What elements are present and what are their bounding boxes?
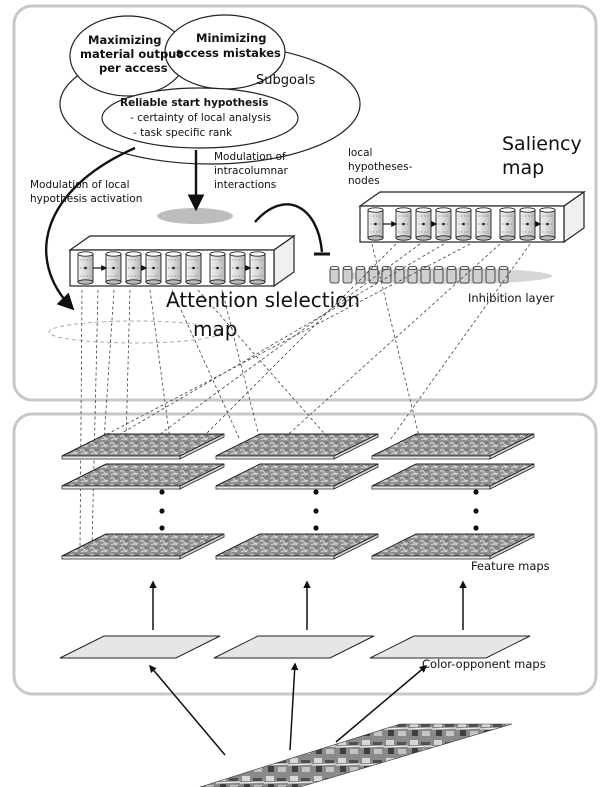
- attention-map-line2: map: [193, 317, 237, 341]
- feature-map-3-3: [372, 534, 534, 559]
- stack-dots: [159, 489, 478, 530]
- modulation-activation-line1: Modulation of local: [30, 179, 130, 191]
- inhibition-node-11: [460, 266, 469, 283]
- inhibition-node-12: [473, 266, 482, 283]
- feature-map-3-1: [372, 434, 534, 459]
- inhibition-node-13: [486, 266, 495, 283]
- goal1-line1: Maximizing: [88, 33, 162, 47]
- arrow-photo-to-color-1: [150, 666, 225, 755]
- goal2-line2: access mistakes: [176, 46, 281, 60]
- saliency-map-line1: Saliency: [502, 133, 582, 155]
- inhibition-node-3: [356, 266, 365, 283]
- feature-map-1-3: [62, 534, 224, 559]
- saliency-node-7: [500, 208, 515, 240]
- projection-line-7: [198, 290, 330, 440]
- inhibition-label: Inhibition layer: [468, 291, 554, 305]
- goal3-line1: Reliable start hypothesis: [120, 97, 268, 109]
- inhibition-node-1: [330, 266, 339, 283]
- feature-maps-label: Feature maps: [471, 559, 550, 573]
- modulation-target-ellipse: [157, 208, 233, 224]
- subgoals-label: Subgoals: [256, 73, 316, 88]
- color-opponent-maps: [60, 636, 530, 658]
- saliency-node-6: [476, 208, 491, 240]
- inhibition-node-9: [434, 266, 443, 283]
- local-hypotheses-line1: local: [348, 147, 372, 159]
- modulation-activation-line2: hypothesis activation: [30, 193, 142, 205]
- arrow-photo-to-color-2: [290, 664, 295, 750]
- attention-node-7: [210, 252, 225, 284]
- goal3-line2: - certainty of local analysis: [130, 112, 271, 124]
- saliency-node-2: [396, 208, 411, 240]
- saliency-node-4: [436, 208, 451, 240]
- color-opponent-label: Color-opponent maps: [422, 657, 546, 671]
- inhibition-node-7: [408, 266, 417, 283]
- local-hypotheses-line2: hypotheses-: [348, 161, 413, 173]
- saliency-node-8: [520, 208, 535, 240]
- feature-map-2-1: [216, 434, 378, 459]
- goal2-line1: Minimizing: [196, 31, 267, 45]
- aerial-photo: [200, 724, 512, 787]
- attention-node-4: [146, 252, 161, 284]
- projection-line-5: [150, 290, 170, 440]
- inhibition-node-10: [447, 266, 456, 283]
- goal3-line3: - task specific rank: [133, 127, 233, 139]
- saliency-map-line2: map: [502, 157, 544, 179]
- subgoals-cluster: Maximizing material output per access Mi…: [60, 15, 360, 164]
- feature-map-2-3: [216, 534, 378, 559]
- attention-map-line1: Attention slelection: [166, 288, 360, 312]
- goal1-line3: per access: [99, 61, 168, 75]
- modulation-intracolumnar-line3: interactions: [214, 179, 276, 191]
- attention-node-9: [250, 252, 265, 284]
- saliency-node-1: [368, 208, 383, 240]
- saliency-node-9: [540, 208, 555, 240]
- attention-node-8: [230, 252, 245, 284]
- local-hypotheses-line3: nodes: [348, 175, 380, 187]
- attention-node-2: [106, 252, 121, 284]
- modulation-intracolumnar-line2: intracolumnar: [214, 165, 289, 177]
- projection-line-1: [80, 290, 82, 548]
- inhibition-node-8: [421, 266, 430, 283]
- feature-map-2-2: [216, 464, 378, 489]
- projection-line-3: [104, 290, 114, 440]
- saliency-node-3: [416, 208, 431, 240]
- feature-map-3-2: [372, 464, 534, 489]
- projection-line-4: [126, 290, 130, 440]
- inhibition-node-5: [382, 266, 391, 283]
- goal1-line2: material output: [80, 47, 182, 61]
- feature-maps-grid: [62, 434, 534, 559]
- feature-map-1-2: [62, 464, 224, 489]
- attention-node-3: [126, 252, 141, 284]
- modulation-intracolumnar-line1: Modulation of: [214, 151, 286, 163]
- inhibition-node-2: [343, 266, 352, 283]
- attention-node-1: [78, 252, 93, 284]
- attention-node-5: [166, 252, 181, 284]
- feature-map-1-1: [62, 434, 224, 459]
- attention-nodes: [78, 252, 265, 284]
- projection-line-2: [92, 290, 98, 548]
- attention-node-6: [186, 252, 201, 284]
- saliency-nodes: [368, 208, 555, 240]
- saliency-node-5: [456, 208, 471, 240]
